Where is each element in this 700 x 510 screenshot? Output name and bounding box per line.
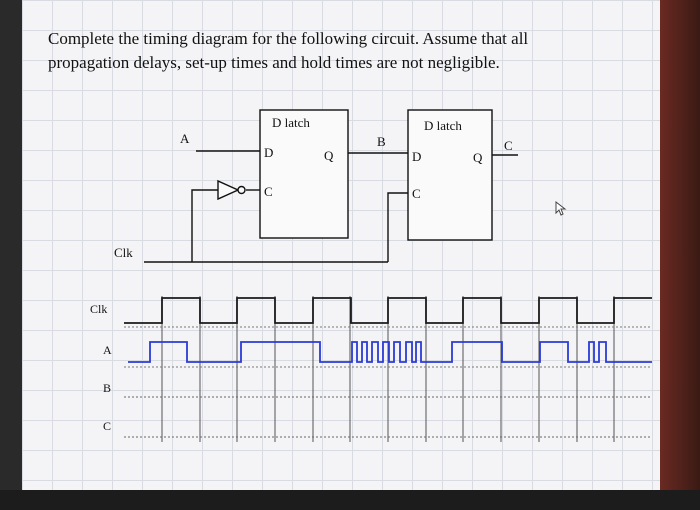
prompt-line-1: Complete the timing diagram for the foll… [48,29,528,48]
cursor-icon [555,200,567,216]
timing-label-a: A [103,343,112,357]
circuit [144,109,518,263]
worksheet [22,0,660,510]
photo-edge-bottom [0,490,700,510]
prompt-line-2: propagation delays, set-up times and hol… [48,53,500,72]
timing-label-c: C [103,419,111,433]
latch-1-q-pin: Q [324,148,334,163]
wire-clk-to-c2 [387,192,408,262]
latch-2-box [407,109,493,241]
wire-clk-to-inverter [191,189,218,262]
timing-label-clk: Clk [90,302,107,316]
a-waveform [128,341,652,363]
latch-1-box [259,109,349,239]
label-c: C [504,138,513,153]
latch-2-title: D latch [424,118,462,133]
not-gate-icon [217,179,246,201]
photo-edge-right [660,0,700,510]
latch-2-c-pin: C [412,186,421,201]
latch-1-title: D latch [272,115,310,130]
latch-2-q-pin: Q [473,150,483,165]
timing-label-b: B [103,381,111,395]
clk-waveform [124,297,652,324]
latch-1-d-pin: D [264,145,273,160]
label-clk: Clk [114,245,133,260]
label-a: A [180,131,190,146]
label-b: B [377,134,386,149]
latch-2-d-pin: D [412,149,421,164]
latch-1-c-pin: C [264,184,273,199]
